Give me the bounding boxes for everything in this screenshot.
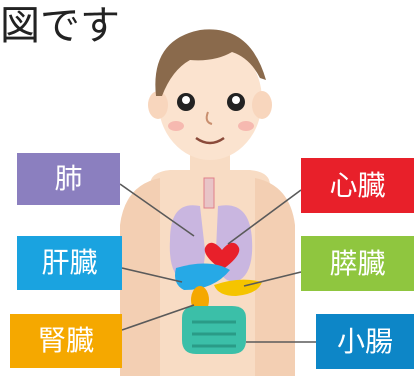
label-intestine: 小腸: [316, 314, 414, 369]
right-cheek: [238, 121, 254, 131]
label-lungs: 肺: [17, 153, 120, 205]
label-heart: 心臓: [301, 158, 414, 213]
label-liver: 肝臓: [17, 236, 122, 290]
label-kidney: 腎臓: [10, 314, 122, 368]
trachea: [204, 178, 214, 208]
right-arm: [255, 178, 295, 376]
right-ear: [252, 91, 272, 119]
label-pancreas: 膵臓: [301, 236, 414, 291]
left-cheek: [168, 121, 184, 131]
